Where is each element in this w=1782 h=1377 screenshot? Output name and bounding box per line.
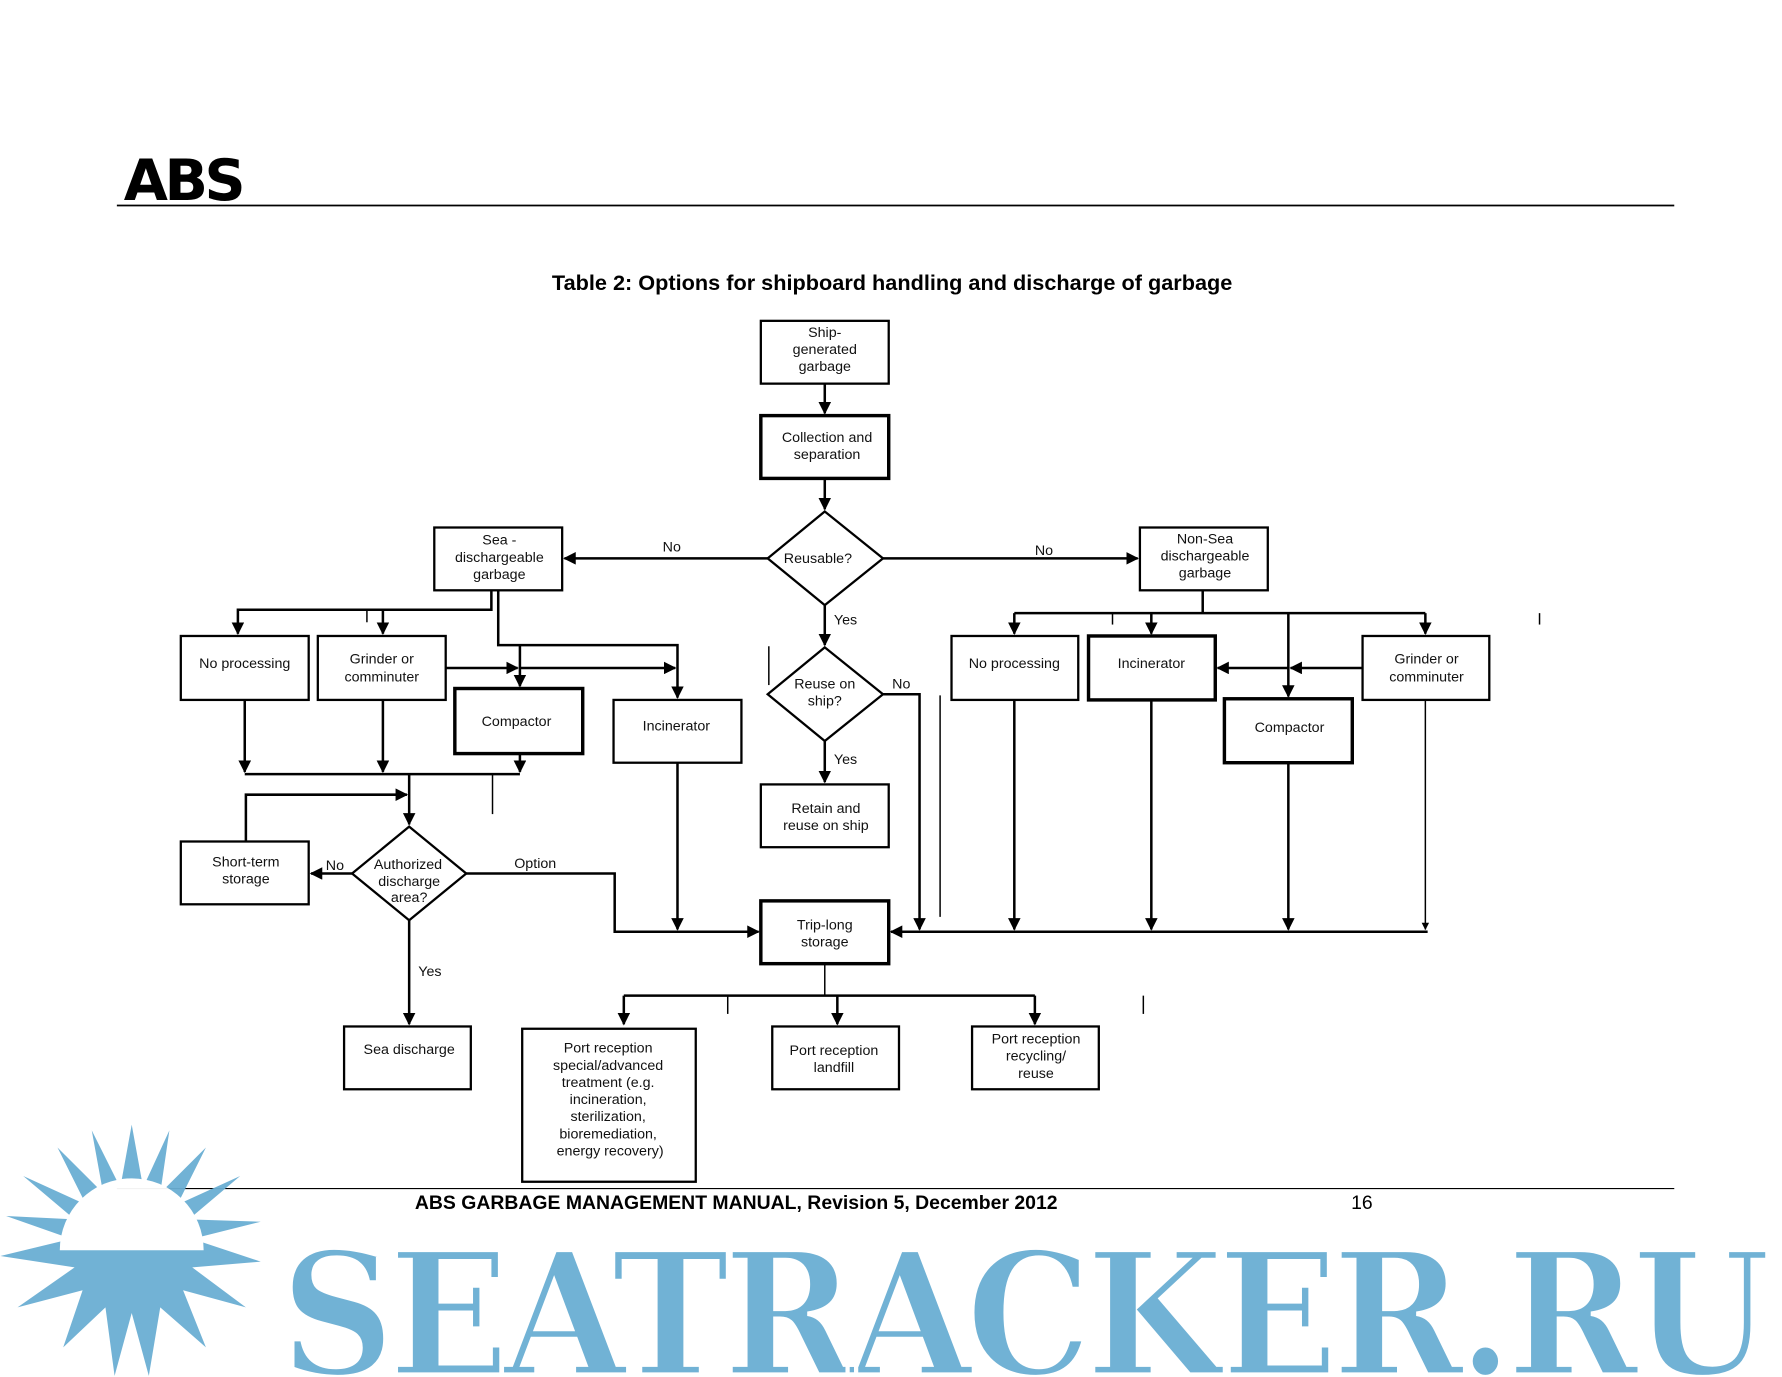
svg-text:Incinerator: Incinerator xyxy=(1118,656,1186,672)
node-right-no-processing: No processing xyxy=(950,634,1080,702)
node-right-compactor: Compactor xyxy=(1222,697,1354,765)
svg-text:Port reception special/a: Port reception special/advanced treatmen… xyxy=(553,1041,667,1160)
label-authorized-yes: Yes xyxy=(418,964,441,980)
label-reuse-no: No xyxy=(892,677,910,693)
node-left-no-processing: No processing xyxy=(179,634,310,702)
node-left-incinerator: Incinerator xyxy=(612,698,743,764)
svg-text:Compactor: Compactor xyxy=(1255,720,1325,736)
label-reusable-no-left: No xyxy=(663,539,681,555)
node-reusable-decision: Reusable? xyxy=(765,510,885,607)
svg-text:Sea discharge: Sea discharge xyxy=(364,1042,455,1058)
node-port-special: Port reception special/advanced treatmen… xyxy=(521,1027,697,1183)
svg-text:No processing: No processing xyxy=(199,656,290,672)
watermark: SEATRACKER.RU xyxy=(0,1124,1777,1377)
label-authorized-no: No xyxy=(326,858,344,874)
svg-text:Compactor: Compactor xyxy=(482,714,552,730)
table-title: Table 2: Options for shipboard handling … xyxy=(552,270,1232,295)
abs-logo: ABS xyxy=(124,148,243,214)
svg-text:Reusable?: Reusable? xyxy=(784,551,852,567)
label-reusable-yes: Yes xyxy=(834,613,857,629)
svg-text:Incinerator: Incinerator xyxy=(643,719,711,735)
footer-title: ABS GARBAGE MANAGEMENT MANUAL, Revision … xyxy=(415,1192,1058,1214)
label-reuse-yes: Yes xyxy=(834,752,857,768)
node-left-compactor: Compactor xyxy=(453,686,585,756)
connectors xyxy=(231,383,1541,1026)
label-reusable-no-right: No xyxy=(1035,543,1053,559)
node-sea-discharge: Sea discharge xyxy=(342,1025,472,1091)
svg-text:SEATRACKER.RU: SEATRACKER.RU xyxy=(280,1215,1768,1377)
svg-text:No processing: No processing xyxy=(969,656,1060,672)
node-right-incinerator: Incinerator xyxy=(1086,634,1217,702)
sun-icon xyxy=(0,1124,261,1376)
page-number: 16 xyxy=(1351,1192,1373,1214)
label-authorized-option: Option xyxy=(514,856,556,872)
